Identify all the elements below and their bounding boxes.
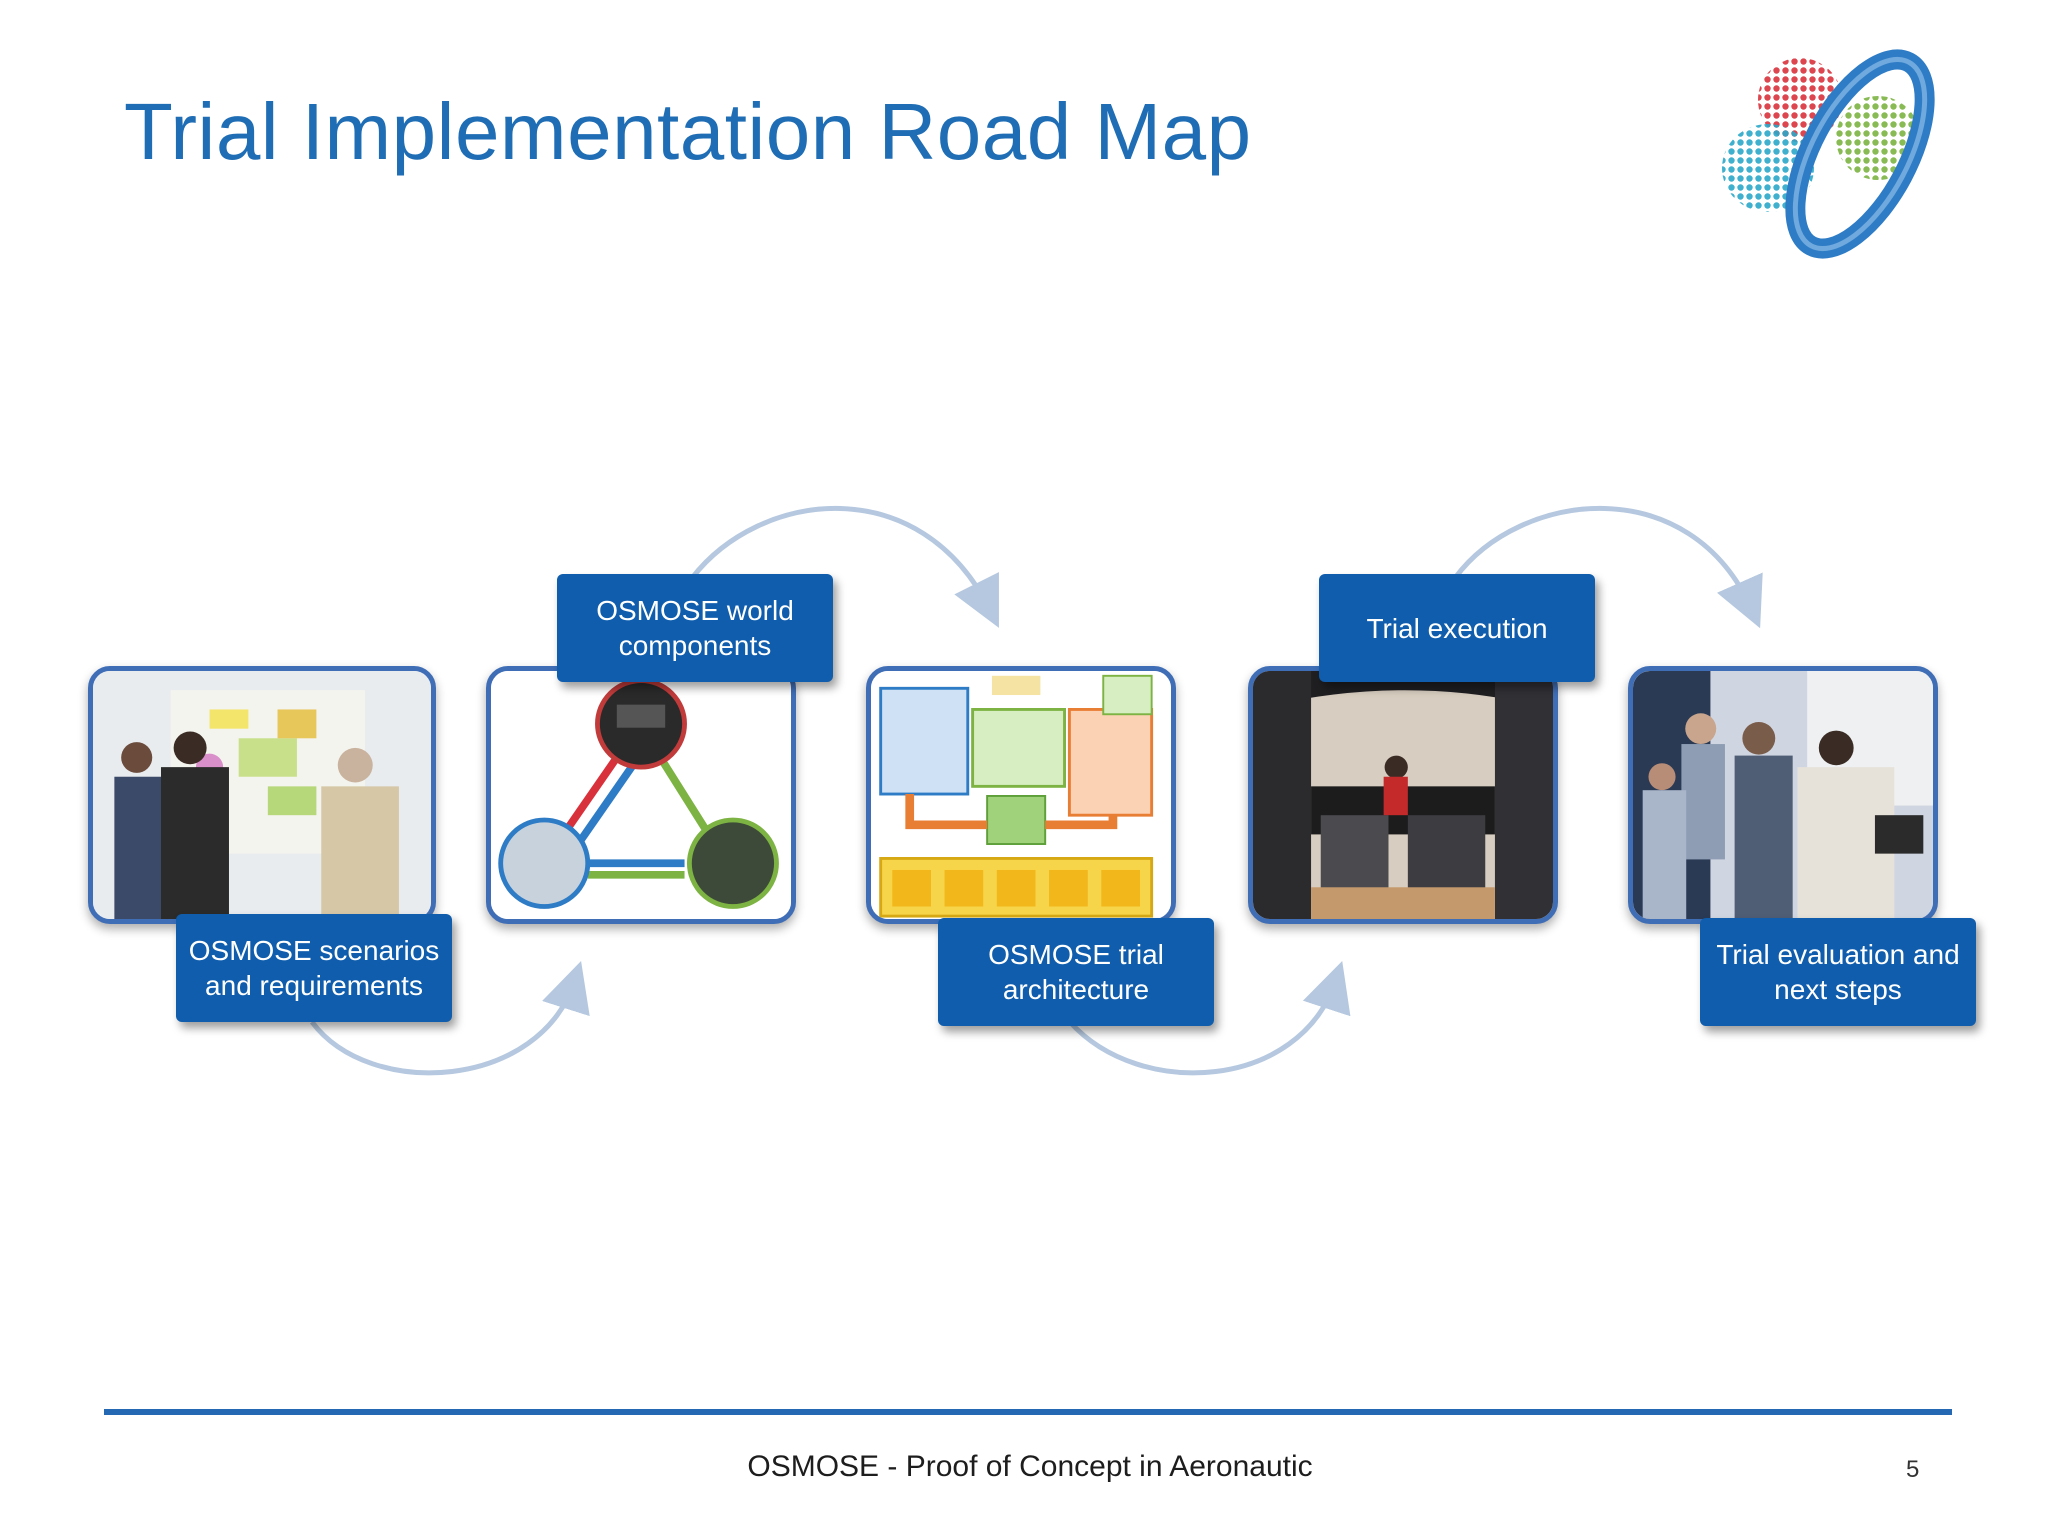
arc-arrow-3	[1068, 961, 1351, 1076]
page-number: 5	[1906, 1456, 1920, 1483]
step-label-1: OSMOSE scenarios and requirements	[176, 914, 452, 1022]
step-image-4	[1248, 666, 1558, 924]
step-label-3: OSMOSE trial architecture	[938, 918, 1214, 1026]
step-label-2: OSMOSE world components	[557, 574, 833, 682]
osmose-logo	[1700, 30, 1960, 260]
step-image-1	[88, 666, 436, 924]
architecture-diagram	[871, 671, 1171, 919]
step-label-5: Trial evaluation and next steps	[1700, 918, 1976, 1026]
footer-text: OSMOSE - Proof of Concept in Aeronautic	[747, 1450, 1313, 1483]
step-label-4: Trial execution	[1319, 574, 1595, 682]
evaluation-meeting-photo	[1633, 671, 1933, 919]
arc-arrow-1	[309, 960, 590, 1076]
world-components-diagram	[491, 671, 791, 919]
cockpit-simulator-photo	[1253, 671, 1553, 919]
step-image-2	[486, 666, 796, 924]
step-image-5	[1628, 666, 1938, 924]
footer-rule	[104, 1409, 1952, 1415]
step-image-3	[866, 666, 1176, 924]
osmose-logo-icon	[1722, 49, 1935, 259]
workshop-photo	[93, 671, 431, 919]
page-title: Trial Implementation Road Map	[124, 87, 1252, 176]
arc-arrow-2	[690, 505, 999, 628]
arc-arrow-4	[1452, 505, 1763, 629]
